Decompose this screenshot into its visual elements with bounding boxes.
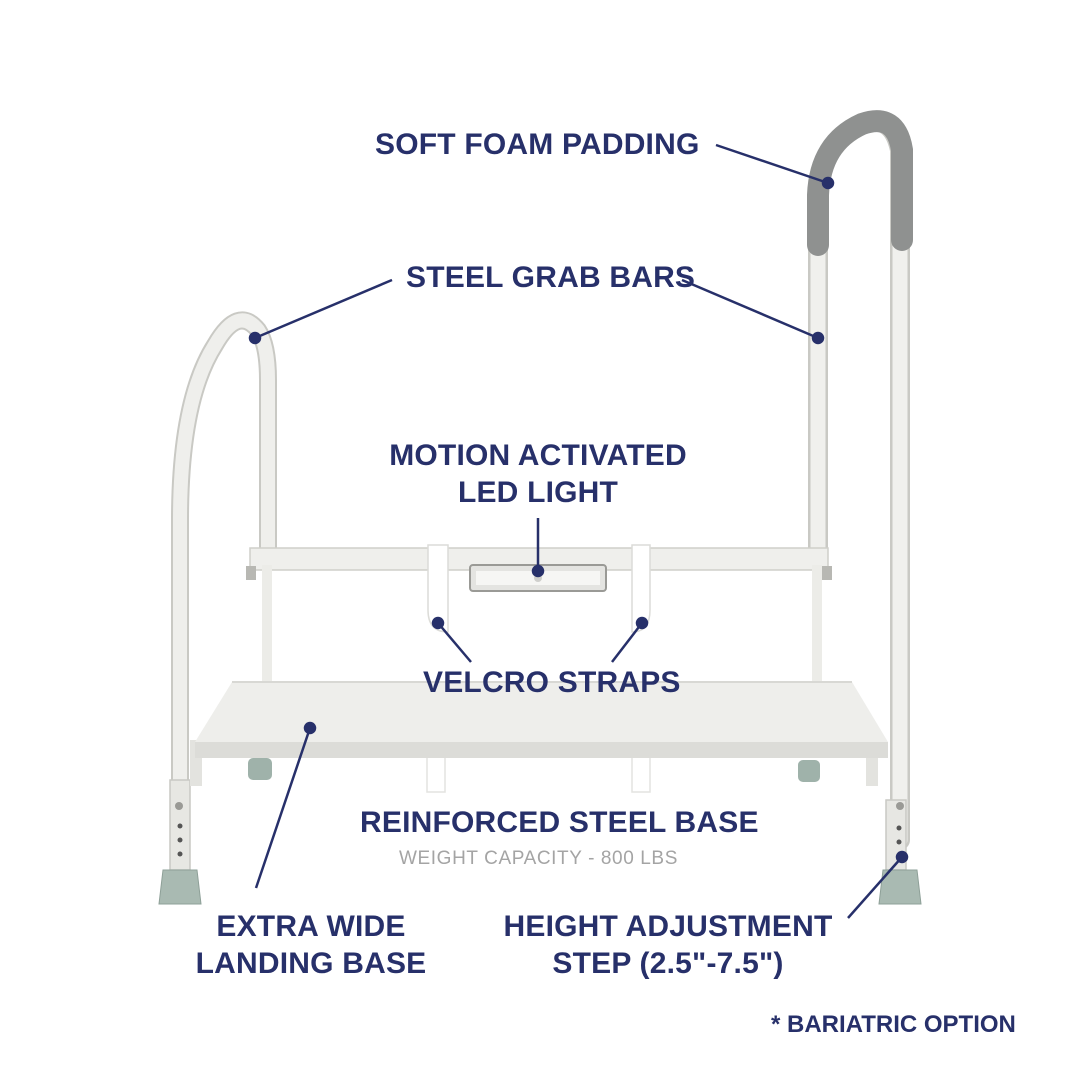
front-feet xyxy=(158,869,922,905)
label-height-adjustment-step: HEIGHT ADJUSTMENT STEP (2.5"-7.5") xyxy=(500,908,836,982)
label-motion-activated-led-light: MOTION ACTIVATED LED LIGHT xyxy=(340,437,736,511)
label-motion-line2: LED LIGHT xyxy=(457,476,619,509)
label-soft-foam-padding: SOFT FOAM PADDING xyxy=(375,128,700,161)
left-grab-bar xyxy=(169,311,277,871)
label-motion-line1: MOTION ACTIVATED xyxy=(389,439,687,472)
step-platform xyxy=(195,681,888,758)
label-weight-capacity: WEIGHT CAPACITY - 800 LBS xyxy=(399,848,678,869)
foam-padding xyxy=(807,110,913,256)
label-extra-wide-landing-base: EXTRA WIDE LANDING BASE xyxy=(180,908,442,982)
leader-lines xyxy=(248,143,909,919)
label-bariatric-option: * BARIATRIC OPTION xyxy=(771,1011,1016,1038)
led-light xyxy=(469,564,607,592)
rear-feet xyxy=(248,758,820,782)
right-grab-bar xyxy=(807,110,913,871)
label-height-line1: HEIGHT ADJUSTMENT xyxy=(503,910,833,943)
label-extra-wide-line1: EXTRA WIDE xyxy=(216,910,406,943)
label-steel-grab-bars: STEEL GRAB BARS xyxy=(406,261,696,294)
label-velcro-straps: VELCRO STRAPS xyxy=(423,666,681,699)
label-reinforced-steel-base: REINFORCED STEEL BASE xyxy=(360,806,759,839)
label-height-line2: STEP (2.5"-7.5") xyxy=(552,947,784,980)
velcro-strap-upper xyxy=(427,544,651,633)
label-extra-wide-line2: LANDING BASE xyxy=(195,947,427,980)
